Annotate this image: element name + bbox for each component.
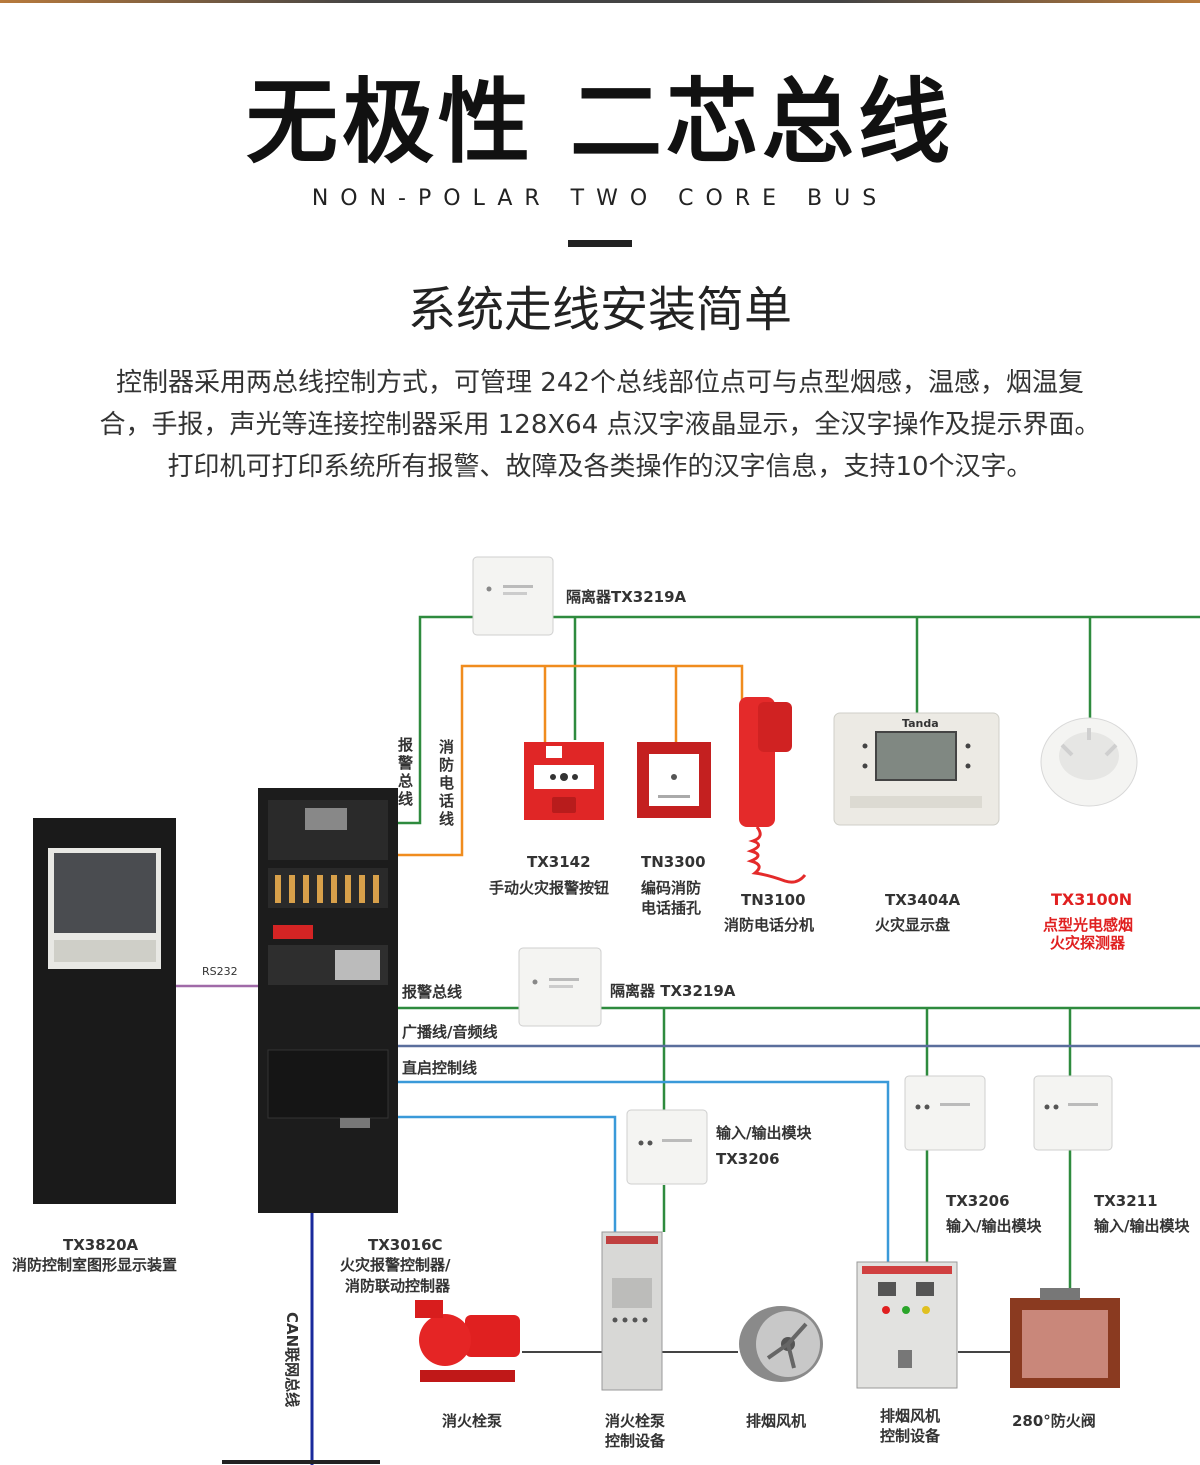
- manual-call-point-code: TX3142: [527, 853, 591, 871]
- display-panel-brand-text: Tanda: [902, 717, 939, 730]
- top-alarm-bus: [398, 615, 1200, 825]
- fire-damper-label: 280°防火阀: [1012, 1412, 1096, 1430]
- title-divider: [568, 240, 632, 247]
- io-module-1-name: 输入/输出模块: [716, 1124, 812, 1142]
- pump-control-label-2: 控制设备: [605, 1432, 666, 1450]
- fire-pump-device: [415, 1300, 520, 1382]
- rs232-label: RS232: [202, 965, 238, 978]
- phone-line-vertical-label-5: 线: [439, 810, 454, 828]
- phone-jack-device: [637, 742, 711, 818]
- top-accent-line: [0, 0, 1200, 3]
- controller-name-1: 火灾报警控制器/: [340, 1256, 451, 1274]
- pump-control-label-1: 消火栓泵: [605, 1412, 665, 1430]
- fan-control-cabinet-device: [856, 1261, 958, 1389]
- broadcast-line-label: 广播线/音频线: [402, 1023, 497, 1041]
- manual-call-point-name: 手动火灾报警按钮: [489, 879, 609, 897]
- smoke-detector-name-2: 火灾探测器: [1050, 934, 1126, 952]
- direct-control-line: [398, 1080, 890, 1262]
- graphic-display-code: TX3820A: [63, 1236, 139, 1254]
- isolator-top-label: 隔离器TX3219A: [566, 588, 687, 606]
- fire-display-panel-device: Tanda: [833, 712, 1000, 826]
- fan-control-label-2: 控制设备: [880, 1427, 941, 1445]
- phone-extension-device: [739, 697, 807, 884]
- display-panel-name: 火灾显示盘: [875, 916, 950, 934]
- phone-line-vertical-label-1: 消: [439, 738, 454, 756]
- controller-name-2: 消防联动控制器: [345, 1277, 451, 1295]
- display-panel-code: TX3404A: [885, 891, 961, 909]
- exhaust-fan-device: [739, 1306, 823, 1382]
- controller-cabinet-device: [258, 788, 398, 1213]
- pump-control-cabinet-device: [601, 1231, 663, 1391]
- io-module-1-code: TX3206: [716, 1150, 780, 1168]
- fan-control-label-1: 排烟风机: [880, 1407, 940, 1425]
- direct-control-line-label: 直启控制线: [402, 1059, 477, 1077]
- phone-jack-name-1: 编码消防: [641, 879, 701, 897]
- can-bus-label: CAN联网总线: [283, 1312, 301, 1407]
- io-module-2-name: 输入/输出模块: [946, 1217, 1042, 1235]
- section-heading: 系统走线安装简单: [407, 282, 792, 338]
- alarm-bus-vertical-label-4: 线: [398, 790, 413, 808]
- alarm-bus-vertical-label-1: 报: [398, 736, 413, 754]
- graphic-display-cabinet-device: [33, 818, 176, 1204]
- io-module-2-device: [904, 1075, 986, 1151]
- fire-pump-label: 消火栓泵: [442, 1412, 502, 1430]
- io-module-1-device: [626, 1109, 708, 1185]
- isolator-mid-device: [518, 947, 602, 1027]
- page-title: 无极性 二芯总线: [245, 69, 955, 176]
- io-module-2-code: TX3206: [946, 1192, 1010, 1210]
- phone-line-vertical-label-3: 电: [439, 774, 454, 792]
- alarm-bus-label: 报警总线: [402, 983, 462, 1001]
- manual-call-point-device: [524, 742, 604, 820]
- isolator-top-device: [472, 556, 554, 636]
- phone-jack-code: TN3300: [641, 853, 706, 871]
- alarm-bus-vertical-label-2: 警: [397, 754, 413, 772]
- phone-line-vertical-label-2: 防: [439, 756, 454, 774]
- phone-extension-code: TN3100: [741, 891, 806, 909]
- smoke-detector-name-1: 点型光电感烟: [1043, 916, 1133, 934]
- io-module-3-code: TX3211: [1094, 1192, 1158, 1210]
- page-subtitle: NON-POLAR TWO CORE BUS: [311, 186, 889, 211]
- phone-line-vertical-label-4: 话: [439, 792, 454, 810]
- section-description: 控制器采用两总线控制方式，可管理 242个总线部位点可与点型烟感，温感，烟温复合…: [99, 368, 1101, 482]
- phone-line: [398, 664, 744, 857]
- fire-damper-device: [1010, 1288, 1120, 1388]
- io-module-3-name: 输入/输出模块: [1094, 1217, 1190, 1235]
- alarm-bus-vertical-label-3: 总: [398, 772, 413, 790]
- smoke-detector-device: [1040, 717, 1138, 807]
- smoke-detector-code: TX3100N: [1051, 890, 1132, 909]
- io-module-3-device: [1033, 1075, 1113, 1151]
- phone-jack-name-2: 电话插孔: [641, 899, 701, 917]
- graphic-display-name: 消防控制室图形显示装置: [12, 1256, 177, 1274]
- exhaust-fan-label: 排烟风机: [746, 1412, 806, 1430]
- isolator-mid-label: 隔离器 TX3219A: [610, 982, 736, 1000]
- controller-code: TX3016C: [368, 1236, 443, 1254]
- phone-extension-name: 消防电话分机: [724, 916, 814, 934]
